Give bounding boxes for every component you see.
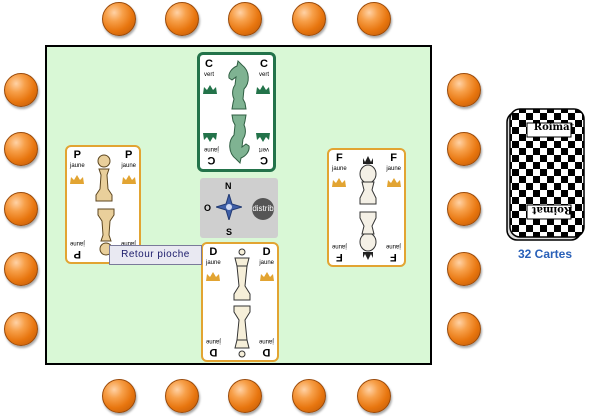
player-token-left-5[interactable] bbox=[4, 312, 38, 346]
card-color-word: jaune bbox=[259, 260, 274, 266]
pawn-piece-icon bbox=[95, 154, 113, 202]
crown-icon bbox=[206, 272, 220, 281]
player-token-left-3[interactable] bbox=[4, 192, 38, 226]
player-token-right-5[interactable] bbox=[447, 312, 481, 346]
crown-icon bbox=[256, 133, 270, 142]
card-color-word: jaune bbox=[259, 338, 274, 344]
card-letter: C bbox=[205, 58, 213, 70]
compass-panel: N S O distrib bbox=[200, 178, 278, 238]
card-color-word: jaune bbox=[206, 260, 221, 266]
card-letter: D bbox=[209, 346, 218, 358]
card-corner-bottom-right: D jaune bbox=[259, 335, 274, 358]
crown-icon bbox=[387, 178, 401, 187]
bishop-piece-icon bbox=[359, 156, 377, 205]
player-token-top-2[interactable] bbox=[165, 2, 199, 36]
player-token-right-2[interactable] bbox=[447, 132, 481, 166]
card-color-word: vert bbox=[258, 72, 269, 78]
card-color-word: jaune bbox=[121, 163, 136, 169]
card-color-word: jaune bbox=[332, 243, 347, 249]
card-letter: C bbox=[207, 154, 216, 166]
card-color-word: jaune bbox=[332, 166, 347, 172]
card-letter: P bbox=[73, 248, 82, 260]
crown-icon bbox=[203, 133, 217, 142]
player-token-bottom-5[interactable] bbox=[357, 379, 391, 413]
card-letter: C bbox=[260, 58, 268, 70]
card-color-word: jaune bbox=[70, 240, 85, 246]
compass-north-label: N bbox=[225, 181, 232, 191]
card-corner-top-right: F jaune bbox=[386, 153, 401, 175]
card-corner-top-left: P jaune bbox=[70, 150, 85, 172]
card-corner-bottom-right: C vert bbox=[258, 143, 269, 166]
crown-icon bbox=[70, 175, 84, 184]
player-token-right-4[interactable] bbox=[447, 252, 481, 286]
queen-piece-icon bbox=[233, 248, 251, 301]
card-corner-bottom-left: P jaune bbox=[70, 237, 85, 260]
deck-brand-label: Roimat bbox=[533, 122, 575, 133]
card-south-queen[interactable]: D jaune D jaune D jaune D jaune bbox=[201, 242, 279, 362]
compass-west-label: O bbox=[204, 203, 212, 213]
card-corner-top-right: C vert bbox=[259, 59, 269, 81]
player-token-bottom-4[interactable] bbox=[292, 379, 326, 413]
card-color-word: jaune bbox=[204, 146, 219, 152]
player-token-bottom-1[interactable] bbox=[102, 379, 136, 413]
player-token-left-1[interactable] bbox=[4, 73, 38, 107]
card-letter: F bbox=[390, 152, 398, 164]
card-color-word: vert bbox=[204, 72, 215, 78]
bishop-piece-icon bbox=[359, 211, 377, 260]
crown-icon bbox=[122, 175, 136, 184]
card-corner-top-left: D jaune bbox=[206, 247, 221, 269]
card-corner-bottom-right: F jaune bbox=[386, 240, 401, 263]
player-token-top-3[interactable] bbox=[228, 2, 262, 36]
card-letter: P bbox=[73, 149, 82, 161]
knight-piece-icon bbox=[229, 114, 250, 165]
compass-south-label: S bbox=[226, 227, 233, 237]
card-letter: D bbox=[262, 246, 271, 258]
player-token-right-3[interactable] bbox=[447, 192, 481, 226]
card-east-bishop[interactable]: F jaune F jaune F jaune F jaune bbox=[327, 148, 406, 267]
card-letter: C bbox=[260, 154, 268, 166]
card-letter: F bbox=[335, 152, 343, 164]
crown-icon bbox=[332, 178, 346, 187]
card-corner-top-right: D jaune bbox=[259, 247, 274, 269]
card-letter: F bbox=[390, 251, 398, 263]
card-letter: D bbox=[209, 246, 218, 258]
compass-rose-icon[interactable] bbox=[216, 194, 242, 220]
card-corner-bottom-left: D jaune bbox=[206, 335, 221, 358]
card-letter: D bbox=[262, 346, 271, 358]
player-token-left-2[interactable] bbox=[4, 132, 38, 166]
card-color-word: jaune bbox=[386, 166, 401, 172]
card-deck-icon[interactable] bbox=[505, 106, 585, 243]
crown-icon bbox=[260, 272, 274, 281]
card-color-word: jaune bbox=[386, 243, 401, 249]
card-north-knight[interactable]: C vert C vert C jaune C vert bbox=[197, 52, 276, 172]
player-token-top-1[interactable] bbox=[102, 2, 136, 36]
card-letter: F bbox=[335, 251, 343, 263]
deck-brand-label-flipped: Roimat bbox=[531, 204, 573, 215]
card-corner-top-left: F jaune bbox=[332, 153, 347, 175]
card-color-word: jaune bbox=[206, 338, 221, 344]
card-color-word: vert bbox=[258, 146, 269, 152]
queen-piece-icon bbox=[233, 305, 251, 358]
card-corner-top-right: P jaune bbox=[121, 150, 136, 172]
crown-icon bbox=[203, 85, 217, 94]
card-letter: P bbox=[124, 149, 133, 161]
card-corner-top-left: C vert bbox=[204, 59, 214, 81]
player-token-bottom-3[interactable] bbox=[228, 379, 262, 413]
card-corner-bottom-left: C jaune bbox=[204, 143, 219, 166]
player-token-right-1[interactable] bbox=[447, 73, 481, 107]
crown-icon bbox=[256, 85, 270, 94]
knight-piece-icon bbox=[228, 59, 249, 110]
return-pile-tooltip: Retour pioche bbox=[109, 245, 202, 265]
player-token-left-4[interactable] bbox=[4, 252, 38, 286]
card-west-pawn[interactable]: P jaune P jaune P jaune P jaune bbox=[65, 145, 141, 264]
player-token-top-4[interactable] bbox=[292, 2, 326, 36]
distribute-button[interactable]: distrib bbox=[252, 198, 274, 220]
player-token-bottom-2[interactable] bbox=[165, 379, 199, 413]
card-color-word: jaune bbox=[70, 163, 85, 169]
card-corner-bottom-left: F jaune bbox=[332, 240, 347, 263]
player-token-top-5[interactable] bbox=[357, 2, 391, 36]
deck-count-label: 32 Cartes bbox=[517, 247, 573, 261]
